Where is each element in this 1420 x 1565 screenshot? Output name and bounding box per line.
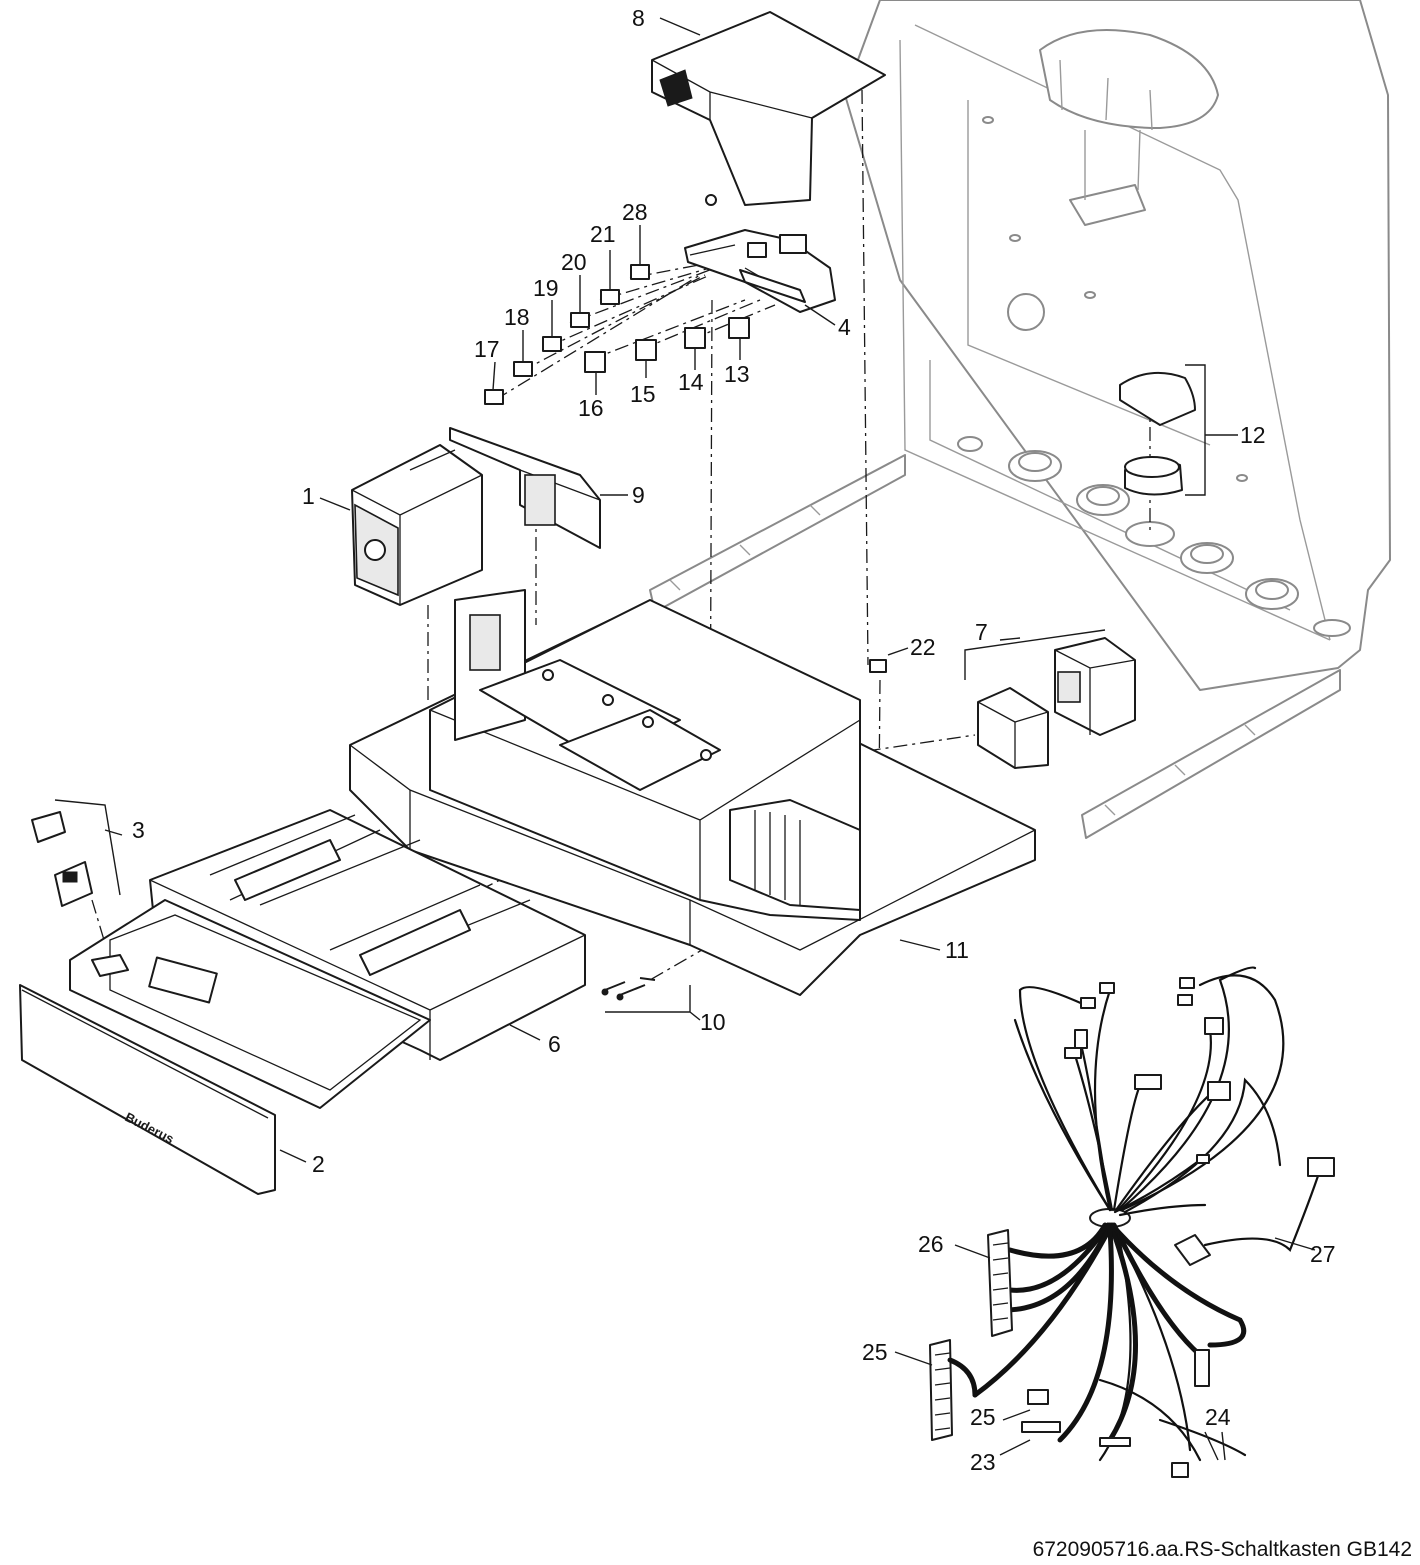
plug-connectors (484, 264, 750, 405)
callout-19: 19 (533, 275, 559, 301)
front-panel (69, 899, 431, 1109)
callout-7: 7 (975, 619, 988, 645)
callout-25a: 25 (862, 1339, 888, 1365)
boiler-housing (649, 0, 1391, 839)
callout-28: 28 (622, 199, 648, 225)
callout-24: 24 (1205, 1404, 1231, 1430)
callout-21: 21 (590, 221, 616, 247)
clip-22 (869, 659, 887, 673)
callout-8: 8 (632, 5, 645, 31)
screws-10 (601, 977, 656, 1001)
callout-6: 6 (548, 1031, 561, 1057)
callout-26: 26 (918, 1231, 944, 1257)
relay-7 (977, 637, 1136, 769)
callout-4: 4 (838, 314, 851, 340)
callout-20: 20 (561, 249, 587, 275)
callout-23: 23 (970, 1449, 996, 1475)
control-module-1 (351, 444, 483, 606)
callout-27: 27 (1310, 1241, 1336, 1267)
callout-3: 3 (132, 817, 145, 843)
callout-labels: 8 28 21 20 19 18 17 16 15 14 13 4 1 9 22… (132, 5, 1336, 1475)
cover-bracket-9 (449, 427, 601, 549)
figure-reference-code: 6720905716.aa.RS-Schaltkasten GB142 (1032, 1538, 1412, 1561)
callout-12: 12 (1240, 422, 1266, 448)
callout-11: 11 (945, 937, 969, 963)
callout-10: 10 (700, 1009, 726, 1035)
cap-12 (1119, 371, 1196, 496)
drawer-6 (149, 809, 586, 1061)
callout-17: 17 (474, 336, 500, 362)
callout-15: 15 (630, 381, 656, 407)
assembly-lines (91, 89, 1151, 981)
callout-25b: 25 (970, 1404, 996, 1430)
callout-22: 22 (910, 634, 936, 660)
base-tray-11 (349, 589, 1036, 996)
cable-harness (929, 966, 1335, 1478)
callout-leaders (54, 17, 1316, 1461)
callout-18: 18 (504, 304, 530, 330)
callout-9: 9 (632, 482, 645, 508)
callout-16: 16 (578, 395, 604, 421)
switch-3 (31, 811, 93, 907)
connector-board-4 (684, 194, 836, 313)
callout-14: 14 (678, 369, 704, 395)
callout-13: 13 (724, 361, 750, 387)
callout-1: 1 (302, 483, 315, 509)
top-cover-8 (651, 11, 886, 206)
callout-2: 2 (312, 1151, 325, 1177)
